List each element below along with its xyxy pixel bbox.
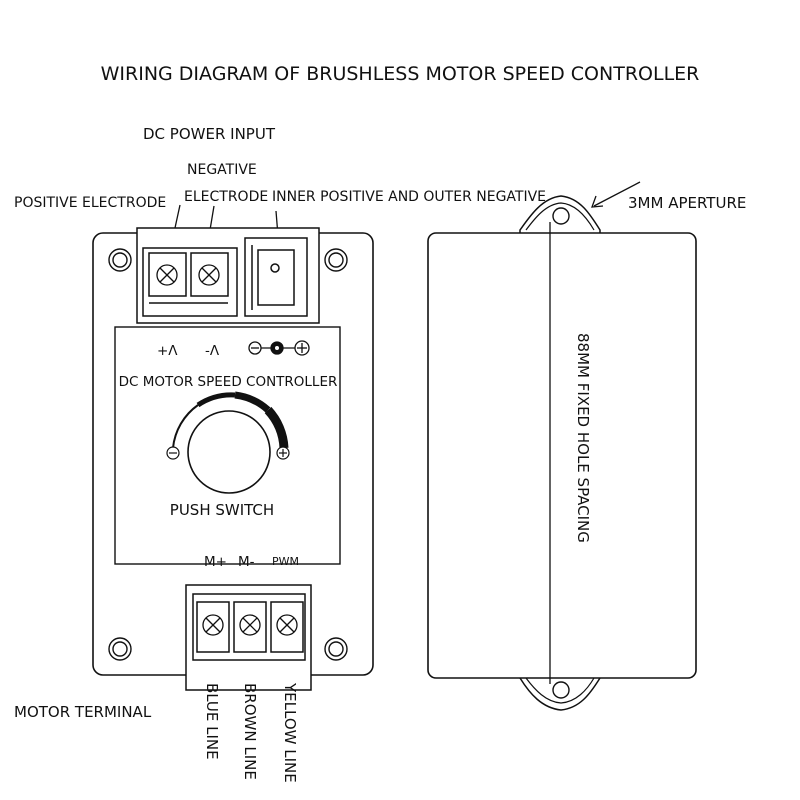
hole-spacing-label: 88MM FIXED HOLE SPACING [574,333,592,543]
panel-product-name: DC MOTOR SPEED CONTROLLER [119,374,338,390]
screw-terminal-icon [202,614,298,636]
aperture-label: 3MM APERTURE [628,194,746,212]
speed-knob[interactable] [187,410,271,494]
positive-electrode-label: POSITIVE ELECTRODE [14,195,166,211]
pwm-label: PWM [272,555,299,568]
dc-power-input-label: DC POWER INPUT [143,125,276,143]
motor-terminal-label: MOTOR TERMINAL [14,703,152,721]
mounting-hole-icon [108,248,348,661]
knob-min-icon [166,446,180,460]
negative-electrode-label-line1: NEGATIVE [187,162,257,178]
panel-negative-label: -Λ [205,343,220,359]
brown-line-label: BROWN LINE [241,683,259,780]
polarity-symbol-icon [248,340,310,356]
motor-terminal-block [185,584,312,691]
aperture-hole-icon [552,681,570,699]
yellow-line-label: YELLOW LINE [281,682,299,783]
dc-jack-icon [244,237,308,317]
motor-negative-label: M- [238,554,255,570]
diagram-title: WIRING DIAGRAM OF BRUSHLESS MOTOR SPEED … [101,63,700,85]
controller-side-view: 88MM FIXED HOLE SPACING [427,195,697,711]
polarity-label: INNER POSITIVE AND OUTER NEGATIVE [272,189,546,205]
knob-max-icon [276,446,290,460]
aperture-hole-icon [552,207,570,225]
housing-body [427,232,697,679]
controller-front-view: +Λ -Λ DC MOTOR SPEED CONTROLLER [92,227,374,691]
blue-line-label: BLUE LINE [203,683,221,760]
speed-dial-arc [172,391,289,449]
motor-positive-label: M+ [204,554,227,570]
panel-positive-label: +Λ [157,343,178,359]
screw-terminal-icon [156,264,220,286]
push-switch-label: PUSH SWITCH [170,501,274,519]
negative-electrode-label-line2: ELECTRODE [184,189,268,205]
